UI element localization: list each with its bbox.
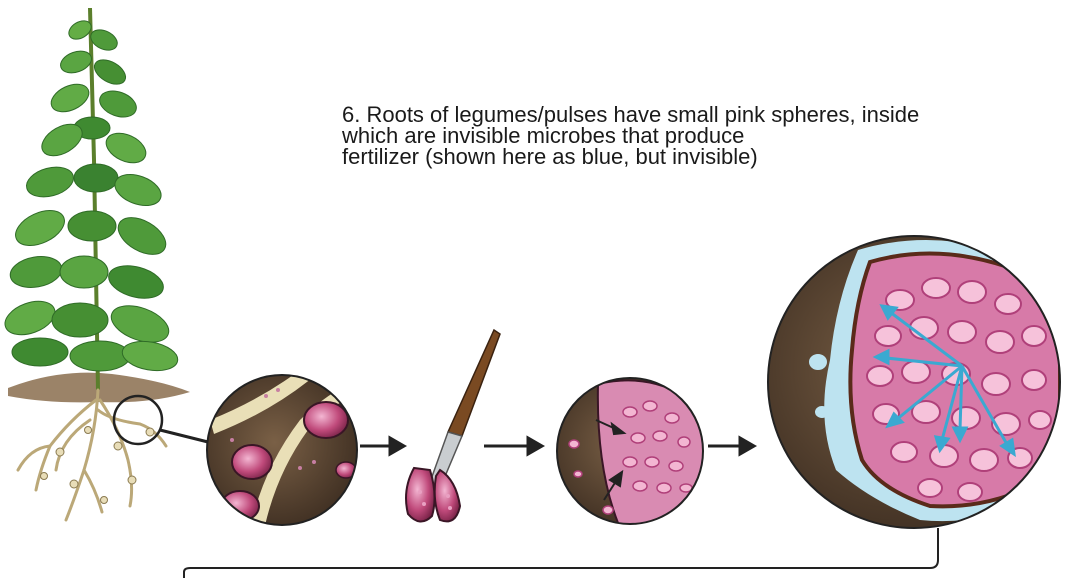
bracket	[184, 528, 938, 578]
microbe-closeup-circle	[768, 236, 1064, 528]
arrow-2	[484, 438, 542, 454]
arrow-3	[708, 438, 754, 454]
knife-cut-nodule	[406, 330, 500, 522]
nodule-section-circle	[557, 378, 704, 528]
legume-plant	[0, 8, 190, 520]
root-closeup-circle	[207, 370, 362, 530]
connector-line	[160, 430, 208, 442]
arrow-1	[360, 438, 404, 454]
